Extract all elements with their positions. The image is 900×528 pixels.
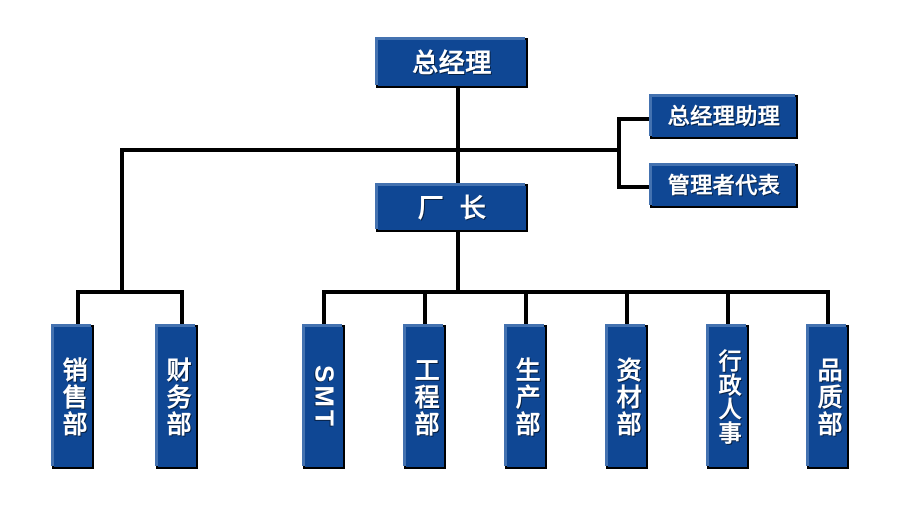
- node-production-department[interactable]: 生产部: [504, 324, 547, 469]
- node-management-representative-label: 管理者代表: [667, 172, 781, 198]
- node-factory-director[interactable]: 厂 长: [375, 183, 528, 232]
- node-general-manager-label: 总经理: [412, 47, 492, 78]
- connector-drop-finance: [180, 290, 184, 326]
- connector-to-mgmt-rep: [617, 185, 651, 189]
- connector-right-bracket-vertical: [617, 117, 621, 189]
- node-admin-hr-department-label: 行政人事: [715, 349, 742, 445]
- node-factory-director-label: 厂 长: [417, 192, 487, 223]
- connector-drop-production: [524, 290, 528, 326]
- node-smt-department[interactable]: SMT: [302, 324, 345, 469]
- node-gm-assistant[interactable]: 总经理助理: [649, 94, 798, 139]
- connector-drop-quality: [826, 290, 830, 326]
- connector-drop-sales: [76, 290, 80, 326]
- node-sales-department[interactable]: 销售部: [51, 324, 94, 469]
- node-engineering-department-label: 工程部: [411, 356, 440, 438]
- connector-drop-materials: [625, 290, 629, 326]
- connector-left-branch-vertical: [120, 148, 124, 294]
- node-engineering-department[interactable]: 工程部: [403, 324, 446, 469]
- connector-gm-to-director: [456, 88, 460, 185]
- node-finance-department-label: 财务部: [163, 356, 192, 438]
- node-gm-assistant-label: 总经理助理: [667, 103, 781, 129]
- node-materials-department-label: 资材部: [613, 356, 642, 438]
- node-management-representative[interactable]: 管理者代表: [649, 163, 798, 208]
- node-smt-department-label: SMT: [309, 365, 340, 429]
- connector-director-down: [456, 232, 460, 292]
- node-quality-department[interactable]: 品质部: [806, 324, 849, 469]
- connector-drop-smt: [322, 290, 326, 326]
- node-general-manager[interactable]: 总经理: [375, 37, 528, 88]
- connector-drop-engineering: [423, 290, 427, 326]
- node-finance-department[interactable]: 财务部: [155, 324, 198, 469]
- connector-department-bus: [322, 290, 830, 294]
- node-admin-hr-department[interactable]: 行政人事: [706, 324, 749, 469]
- connector-drop-admin-hr: [726, 290, 730, 326]
- node-production-department-label: 生产部: [512, 356, 541, 438]
- node-sales-department-label: 销售部: [59, 356, 88, 438]
- connector-level2-bus: [120, 148, 620, 152]
- node-materials-department[interactable]: 资材部: [605, 324, 648, 469]
- connector-left-branch-bus: [76, 290, 184, 294]
- node-quality-department-label: 品质部: [814, 356, 843, 438]
- connector-to-gm-assistant: [617, 117, 651, 121]
